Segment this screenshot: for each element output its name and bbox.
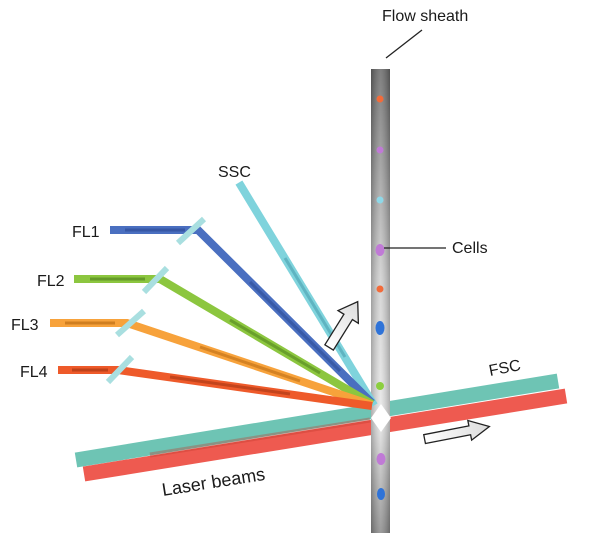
direction-arrows: [323, 300, 491, 445]
filter-fl1: [175, 216, 207, 246]
interrogation-point: [371, 404, 391, 432]
fl2-beam-core-2: [229, 318, 321, 375]
cells: [375, 95, 446, 500]
laser-beam-red: [82, 388, 568, 482]
cell-purple-1: [376, 146, 384, 154]
fl2-label: FL2: [37, 273, 65, 290]
filter-fl2: [141, 265, 170, 295]
fl3-beam-core-2: [199, 345, 301, 383]
cell-purple-2: [375, 244, 385, 256]
laser-beams: [74, 373, 568, 482]
filter-fl4: [105, 354, 135, 385]
emission-beams: [50, 180, 378, 410]
filters: [105, 216, 207, 385]
fsc-label: FSC: [488, 357, 523, 380]
cell-orange-2: [376, 285, 384, 293]
cell-cyan: [376, 196, 384, 204]
fl1-beam-core-2: [248, 280, 342, 373]
laser-beams-label: Laser beams: [160, 464, 266, 500]
laser-beam-shadow: [149, 417, 371, 458]
flow-sheath-label: Flow sheath: [382, 8, 468, 25]
flow-sheath-pointer: [385, 29, 423, 59]
fl4-label: FL4: [20, 364, 48, 381]
ssc-direction-arrow: [323, 300, 360, 351]
cell-blue-1: [375, 321, 385, 335]
cells-label: Cells: [452, 240, 488, 257]
fl3-beam: [50, 319, 374, 409]
fl3-label: FL3: [11, 317, 39, 334]
cell-purple-3: [376, 453, 386, 465]
fl4-beam-core-2: [169, 375, 291, 396]
fsc-direction-arrow: [422, 419, 491, 445]
cell-blue-2: [377, 488, 385, 500]
laser-beam-teal: [74, 373, 560, 468]
ssc-label: SSC: [218, 164, 251, 181]
filter-fl3: [115, 308, 146, 338]
ssc-beam: [235, 180, 378, 408]
flow-sheath: [371, 29, 423, 533]
fl1-label: FL1: [72, 224, 100, 241]
cell-orange-top: [376, 95, 384, 103]
cell-green: [376, 382, 384, 390]
